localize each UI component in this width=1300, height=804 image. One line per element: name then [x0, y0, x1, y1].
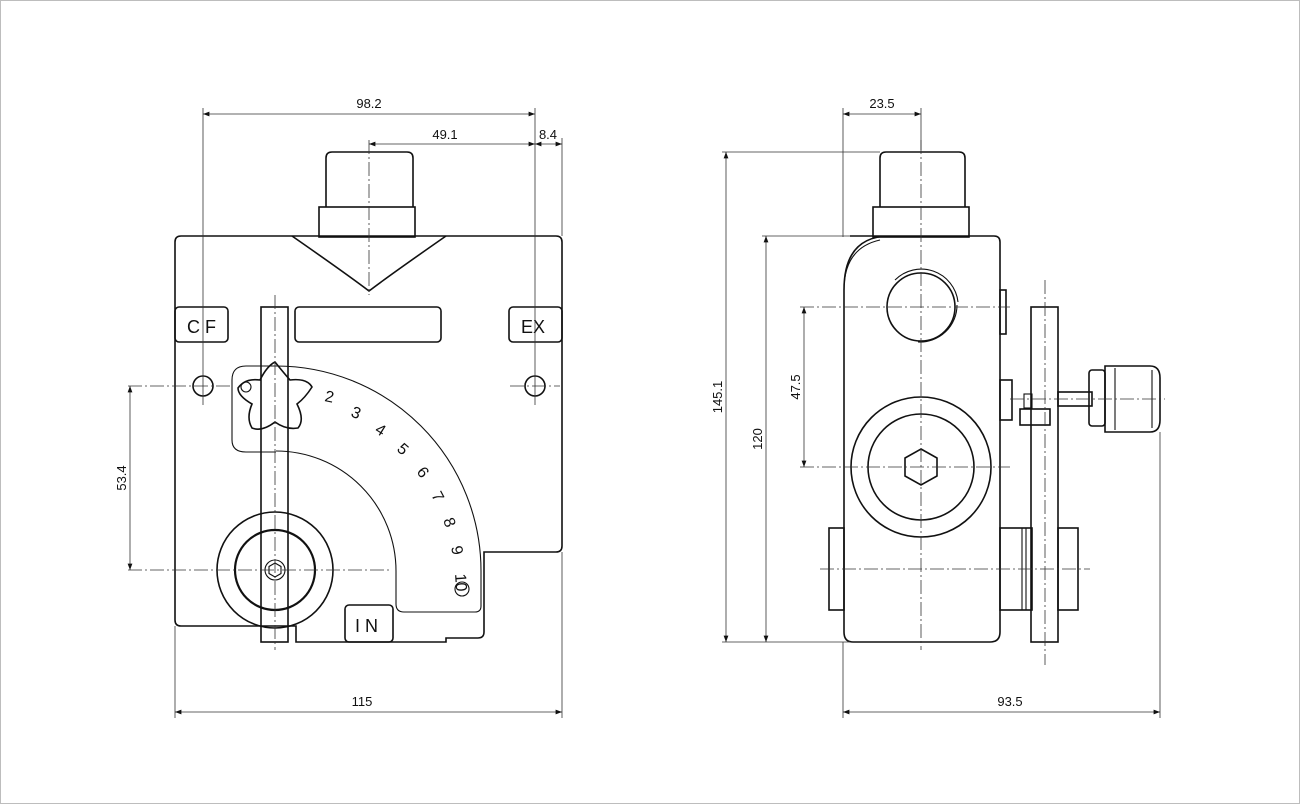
in-label-box: I N: [344, 604, 394, 643]
scale-number-6: 6: [413, 464, 432, 482]
cf-label: C F: [187, 317, 216, 337]
dim-49-1: 49.1: [369, 127, 535, 147]
scale-number-10: 10: [451, 573, 469, 592]
side-hex-socket-icon: [904, 448, 938, 486]
ex-label: EX: [521, 317, 545, 337]
dim-53-4: 53.4: [114, 386, 133, 570]
front-extension-lines: [174, 108, 563, 718]
side-center-lines: [800, 140, 1165, 665]
scale-plate: [275, 365, 482, 613]
dim-text-23-5: 23.5: [869, 96, 894, 111]
in-label: I N: [355, 616, 378, 636]
lever-rod: [260, 306, 289, 643]
dim-text-49-1: 49.1: [432, 127, 457, 142]
side-lever-rod: [1030, 306, 1059, 643]
dim-23-5: 23.5: [843, 96, 921, 117]
dim-text-120: 120: [750, 428, 765, 450]
front-body-outline: [174, 235, 563, 643]
dim-text-145-1: 145.1: [710, 381, 725, 414]
ex-label-box: EX: [508, 306, 563, 343]
scale-number-9: 9: [447, 544, 465, 556]
dim-145-1: 145.1: [710, 152, 729, 642]
front-center-lines: [128, 140, 560, 650]
front-top-fitting: [318, 151, 416, 238]
dim-text-53-4: 53.4: [114, 465, 129, 490]
cf-label-box: C F: [174, 306, 229, 343]
dim-text-8-4: 8.4: [539, 127, 557, 142]
scale-pin: [454, 581, 470, 597]
scale-number-4: 4: [372, 421, 389, 440]
dim-text-47-5: 47.5: [788, 374, 803, 399]
dim-text-93-5: 93.5: [997, 694, 1022, 709]
dim-text-115: 115: [352, 694, 373, 709]
side-extension-lines: [722, 108, 1161, 718]
side-view: 23.5 145.1 120 47.5 93.5: [710, 96, 1165, 718]
front-view: C F EX I N: [114, 96, 563, 718]
dim-93-5: 93.5: [843, 694, 1160, 715]
scale-number-2: 2: [323, 388, 335, 406]
scale-number-8: 8: [439, 516, 458, 530]
dim-text-98-2: 98.2: [356, 96, 381, 111]
dim-120: 120: [750, 236, 769, 642]
nameplate-slot: [294, 306, 442, 343]
dim-8-4: 8.4: [535, 127, 562, 147]
side-upper-port: [886, 268, 959, 343]
dim-115: 115: [175, 694, 562, 715]
scale-number-3: 3: [349, 404, 364, 423]
scale-number-5: 5: [393, 440, 411, 459]
scale-number-7: 7: [427, 489, 446, 505]
dim-47-5: 47.5: [788, 307, 807, 467]
side-body-outline: [843, 235, 1001, 643]
dim-98-2: 98.2: [203, 96, 535, 117]
